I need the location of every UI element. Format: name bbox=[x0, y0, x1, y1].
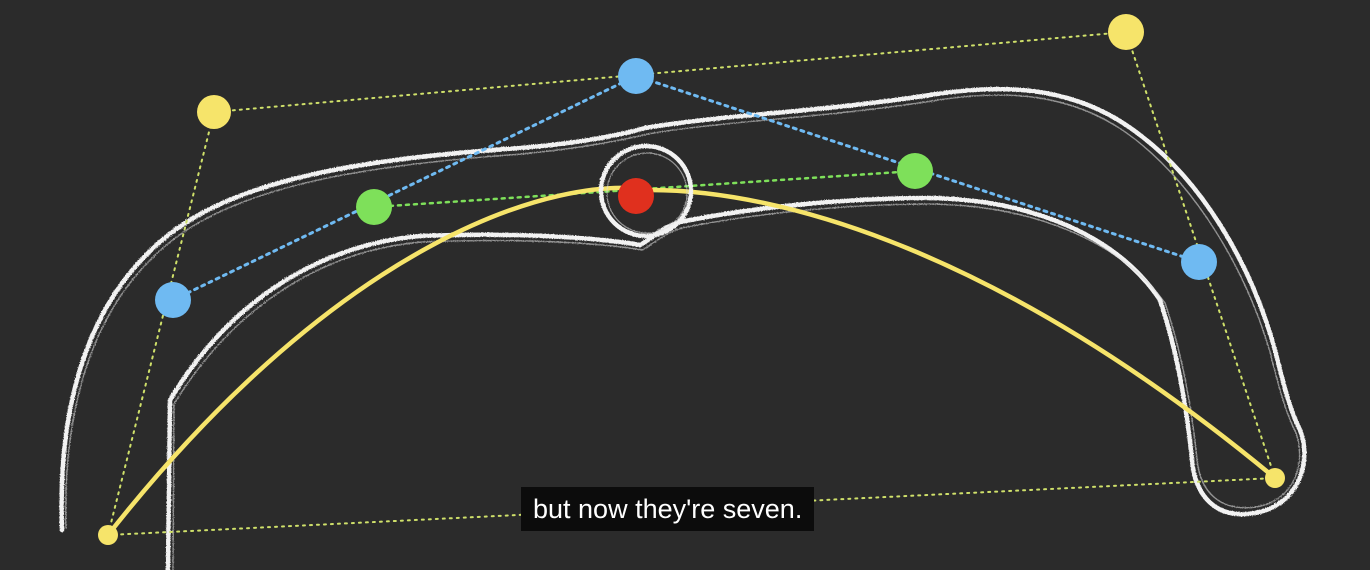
level1-point bbox=[1181, 244, 1217, 280]
level2-point bbox=[897, 153, 933, 189]
bezier-curve bbox=[105, 185, 1278, 538]
control-point bbox=[98, 525, 118, 545]
control-points bbox=[98, 14, 1285, 545]
control-point bbox=[1265, 468, 1285, 488]
subtitle-caption: but now they're seven. bbox=[521, 487, 815, 531]
level2-points bbox=[356, 153, 933, 225]
control-point bbox=[197, 95, 231, 129]
control-point bbox=[1108, 14, 1144, 50]
curve-point bbox=[618, 178, 654, 214]
hand-drawn-circle bbox=[598, 143, 694, 239]
level1-point bbox=[618, 58, 654, 94]
level2-point bbox=[356, 189, 392, 225]
level1-point bbox=[155, 282, 191, 318]
level1-points bbox=[155, 58, 1217, 318]
